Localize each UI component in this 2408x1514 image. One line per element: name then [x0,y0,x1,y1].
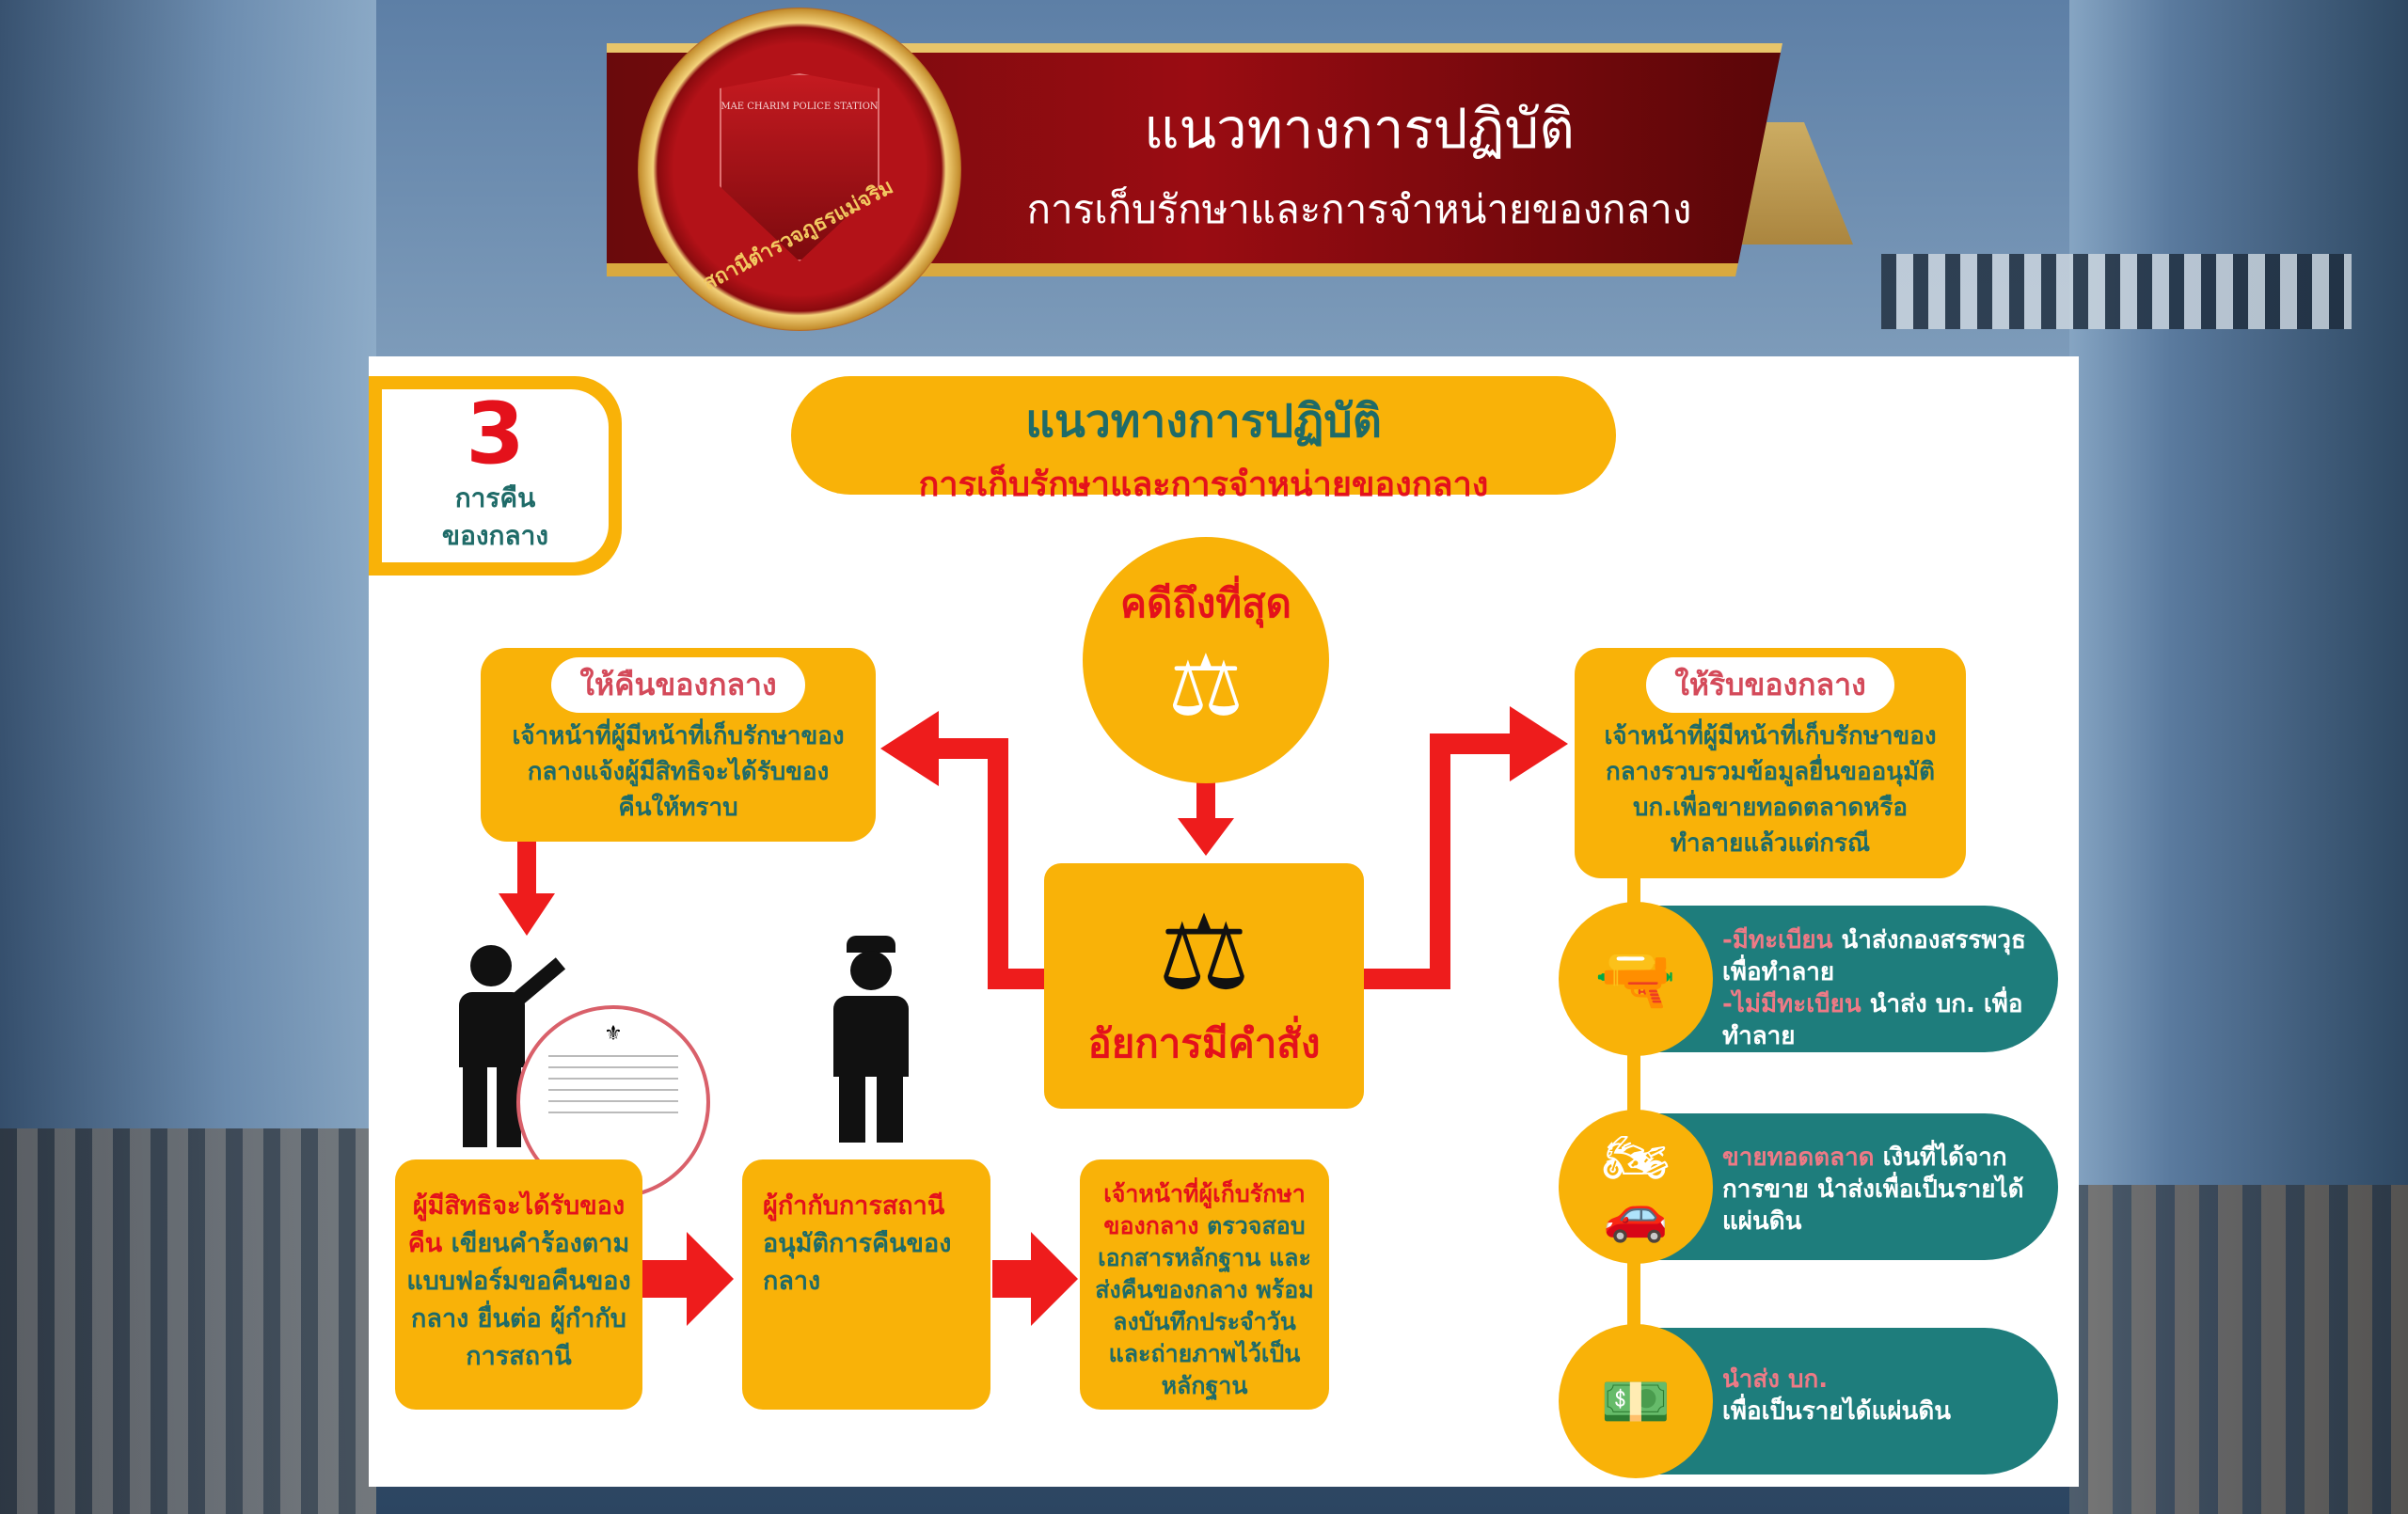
step-number: 3 [466,385,525,483]
outcome-text: เพื่อเป็นรายได้แผ่นดิน [1722,1397,1951,1426]
step-highlight: ผู้กำกับการสถานี [763,1191,945,1221]
final-case-label: คดีถึงที่สุด [1120,580,1291,626]
arrow-step1-shaft [642,1260,689,1298]
arrow-left-head [880,711,939,786]
confiscate-heading: ให้ริบของกลาง [1646,657,1894,713]
confiscate-line: เจ้าหน้าที่ผู้มีหน้าที่เก็บรักษาของ [1604,722,1937,750]
return-line: เจ้าหน้าที่ผู้มีหน้าที่เก็บรักษาของ [512,722,845,750]
step-highlight: เจ้าหน้าที่ผู้เก็บรักษาของกลาง [1103,1180,1306,1239]
background-rifles-right [2069,1185,2408,1514]
banner-title: แนวทางการปฏิบัติ [1144,97,1575,161]
right-connector-bottom [1364,969,1430,989]
outcome-highlight: -ไม่มีทะเบียน [1722,990,1861,1018]
left-connector-bottom [988,969,1046,989]
final-case-circle: คดีถึงที่สุด ⚖ [1083,537,1329,783]
outcome-highlight: ขายทอดตลาด [1722,1143,1875,1172]
step-box-superintendent: ผู้กำกับการสถานี อนุมัติการคืนของกลาง [742,1159,990,1410]
person-icon [442,945,566,1147]
return-line: คืนให้ทราบ [618,794,738,822]
step-highlight: ผู้มีสิทธิจะได้รับของคืน [407,1191,626,1258]
infographic-title: แนวทางการปฏิบัติ การเก็บรักษาและการจำหน่… [791,376,1616,504]
return-line: กลางแจ้งผู้มีสิทธิจะได้รับของ [527,758,830,786]
step-badge: 3 การคืน ของกลาง [369,376,622,576]
arrow-right-head [1510,706,1568,781]
arrow-down-left-head [499,893,555,936]
left-connector-vertical [988,738,1008,987]
arrow-step2-head [1031,1232,1078,1326]
arrow-down-head [1178,818,1234,856]
outcome-text: นำส่งกองสรรพวุธ เพื่อทำลาย [1722,926,2026,986]
gun-icon: 🔫 [1559,902,1713,1056]
left-connector-top [931,738,1008,759]
outcome-text: เงินที่ได้จากการขาย นำส่งเพื่อเป็นรายได้… [1722,1143,2024,1236]
arrow-step2-shaft [992,1260,1035,1298]
background-shelf [1881,254,2352,329]
return-heading: ให้คืนของกลาง [551,657,805,713]
judge-icon: ⚖ [1157,892,1251,1013]
confiscate-line: บก.เพื่อขายทอดตลาดหรือ [1632,794,1909,822]
prosecutor-box: ⚖ อัยการมีคำสั่ง [1044,863,1364,1109]
confiscate-line: กลางรวบรวมข้อมูลยื่นขออนุมัติ [1605,758,1935,786]
prosecutor-label: อัยการมีคำสั่ง [1087,1020,1321,1066]
vehicle-icon: 🏍🚗 [1559,1110,1713,1264]
step-text: อนุมัติการคืนของกลาง [763,1229,952,1296]
step-box-officer: เจ้าหน้าที่ผู้เก็บรักษาของกลาง ตรวจสอบเอ… [1080,1159,1329,1410]
step-label-1: การคืน [454,482,536,513]
arrow-step1-head [687,1232,734,1326]
arrow-down-left-shaft [517,842,536,898]
step-box-claimant: ผู้มีสิทธิจะได้รับของคืน เขียนคำร้องตามแ… [395,1159,642,1410]
step-label-2: ของกลาง [441,520,549,551]
outcome-text: นำส่ง บก. เพื่อทำลาย [1722,990,2023,1050]
money-icon: 💵 [1559,1324,1713,1478]
outcome-highlight: -มีทะเบียน [1722,926,1833,954]
logo-text-en: MAE CHARIM POLICE STATION [721,102,879,112]
title-line1: แนวทางการปฏิบัติ [1025,395,1382,448]
banner-subtitle: การเก็บรักษาและการจำหน่ายของกลาง [1026,186,1692,232]
title-line2: การเก็บรักษาและการจำหน่ายของกลาง [918,465,1489,504]
outcome-highlight: นำส่ง บก. [1722,1365,1829,1394]
gavel-icon: ⚖ [1167,637,1244,735]
background-rifles [0,1128,376,1514]
police-officer-icon [824,936,918,1143]
step-text: ตรวจสอบเอกสารหลักฐาน และส่งคืนของกลาง พร… [1095,1212,1314,1399]
return-box: ให้คืนของกลาง เจ้าหน้าที่ผู้มีหน้าที่เก็… [481,648,876,842]
step-text: เขียนคำร้องตามแบบฟอร์มขอคืนของกลาง ยื่นต… [406,1229,631,1371]
confiscate-line: ทำลายแล้วแต่กรณี [1670,829,1871,858]
confiscate-box: ให้ริบของกลาง เจ้าหน้าที่ผู้มีหน้าที่เก็… [1575,648,1966,878]
right-connector-vertical [1430,733,1450,989]
right-connector-top [1430,733,1514,754]
